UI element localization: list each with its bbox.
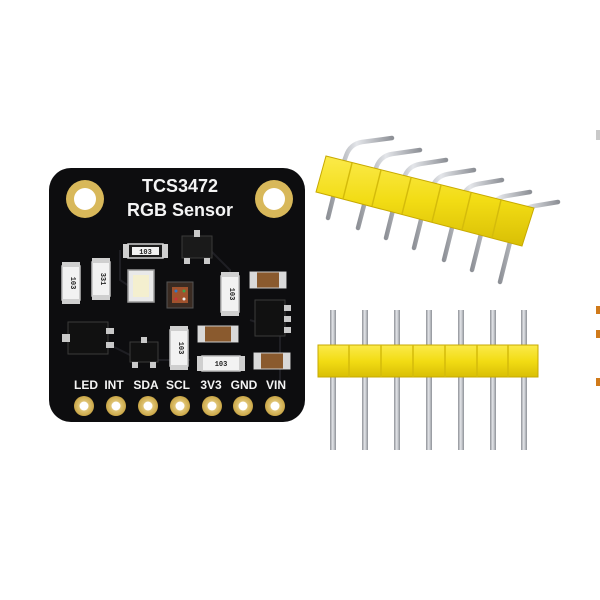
- regulator-u2: [62, 321, 114, 355]
- transistor-q2: [129, 337, 159, 368]
- pin-pads: [74, 396, 285, 416]
- resistor-r6-code: 103: [215, 361, 228, 369]
- resistor-r5-code: 103: [176, 342, 184, 355]
- resistor-r3-code: 103: [68, 277, 76, 290]
- capacitor-c2: [197, 325, 239, 343]
- straight-pins: [330, 310, 527, 450]
- resistor-r1: 103: [123, 243, 168, 259]
- transistor-q1: [181, 230, 213, 264]
- pin-pad-gnd: [233, 396, 253, 416]
- capacitor-c3: [253, 352, 291, 370]
- straight-plastic-strip: [317, 344, 539, 378]
- pin-label-sda: SDA: [133, 378, 159, 392]
- pin-labels: LED INT SDA SCL 3V3 GND VIN: [74, 378, 286, 392]
- resistor-r1-code: 103: [139, 249, 152, 257]
- pin-label-int: INT: [104, 378, 124, 392]
- right-angle-header: [315, 135, 561, 285]
- mounting-hole-left: [66, 180, 104, 218]
- pin-pad-scl: [170, 396, 190, 416]
- pin-label-gnd: GND: [231, 378, 258, 392]
- resistor-r2-code: 331: [98, 273, 106, 286]
- pin-pad-led: [74, 396, 94, 416]
- pin-pad-3v3: [202, 396, 222, 416]
- resistor-r3: 103: [61, 262, 81, 304]
- pin-label-3v3: 3V3: [200, 378, 222, 392]
- right-angle-strip-grooves: [342, 162, 502, 239]
- straight-strip-grooves: [348, 345, 509, 377]
- pin-label-scl: SCL: [166, 378, 190, 392]
- pin-label-vin: VIN: [266, 378, 286, 392]
- resistor-r6: 103: [197, 355, 245, 372]
- pin-pad-int: [106, 396, 126, 416]
- pin-pad-vin: [265, 396, 285, 416]
- board-title-line1: TCS3472: [142, 176, 218, 196]
- pin-label-led: LED: [74, 378, 98, 392]
- mounting-hole-right: [255, 180, 293, 218]
- cropped-edge-marks: [596, 130, 600, 386]
- color-sensor-chip: [166, 281, 194, 309]
- pin-pad-sda: [138, 396, 158, 416]
- resistor-r4: 103: [220, 272, 240, 316]
- white-led: [127, 269, 155, 303]
- capacitor-c1: [249, 271, 287, 289]
- right-angle-plastic-strip: [315, 155, 535, 247]
- transistor-q3: [254, 299, 291, 337]
- resistor-r4-code: 103: [227, 288, 235, 301]
- board-title-line2: RGB Sensor: [127, 200, 233, 220]
- resistor-r2: 331: [91, 258, 111, 300]
- sensor-board: TCS3472 RGB Sensor 103 331 103: [49, 168, 305, 422]
- resistor-r5: 103: [169, 326, 189, 370]
- straight-header: [317, 310, 539, 450]
